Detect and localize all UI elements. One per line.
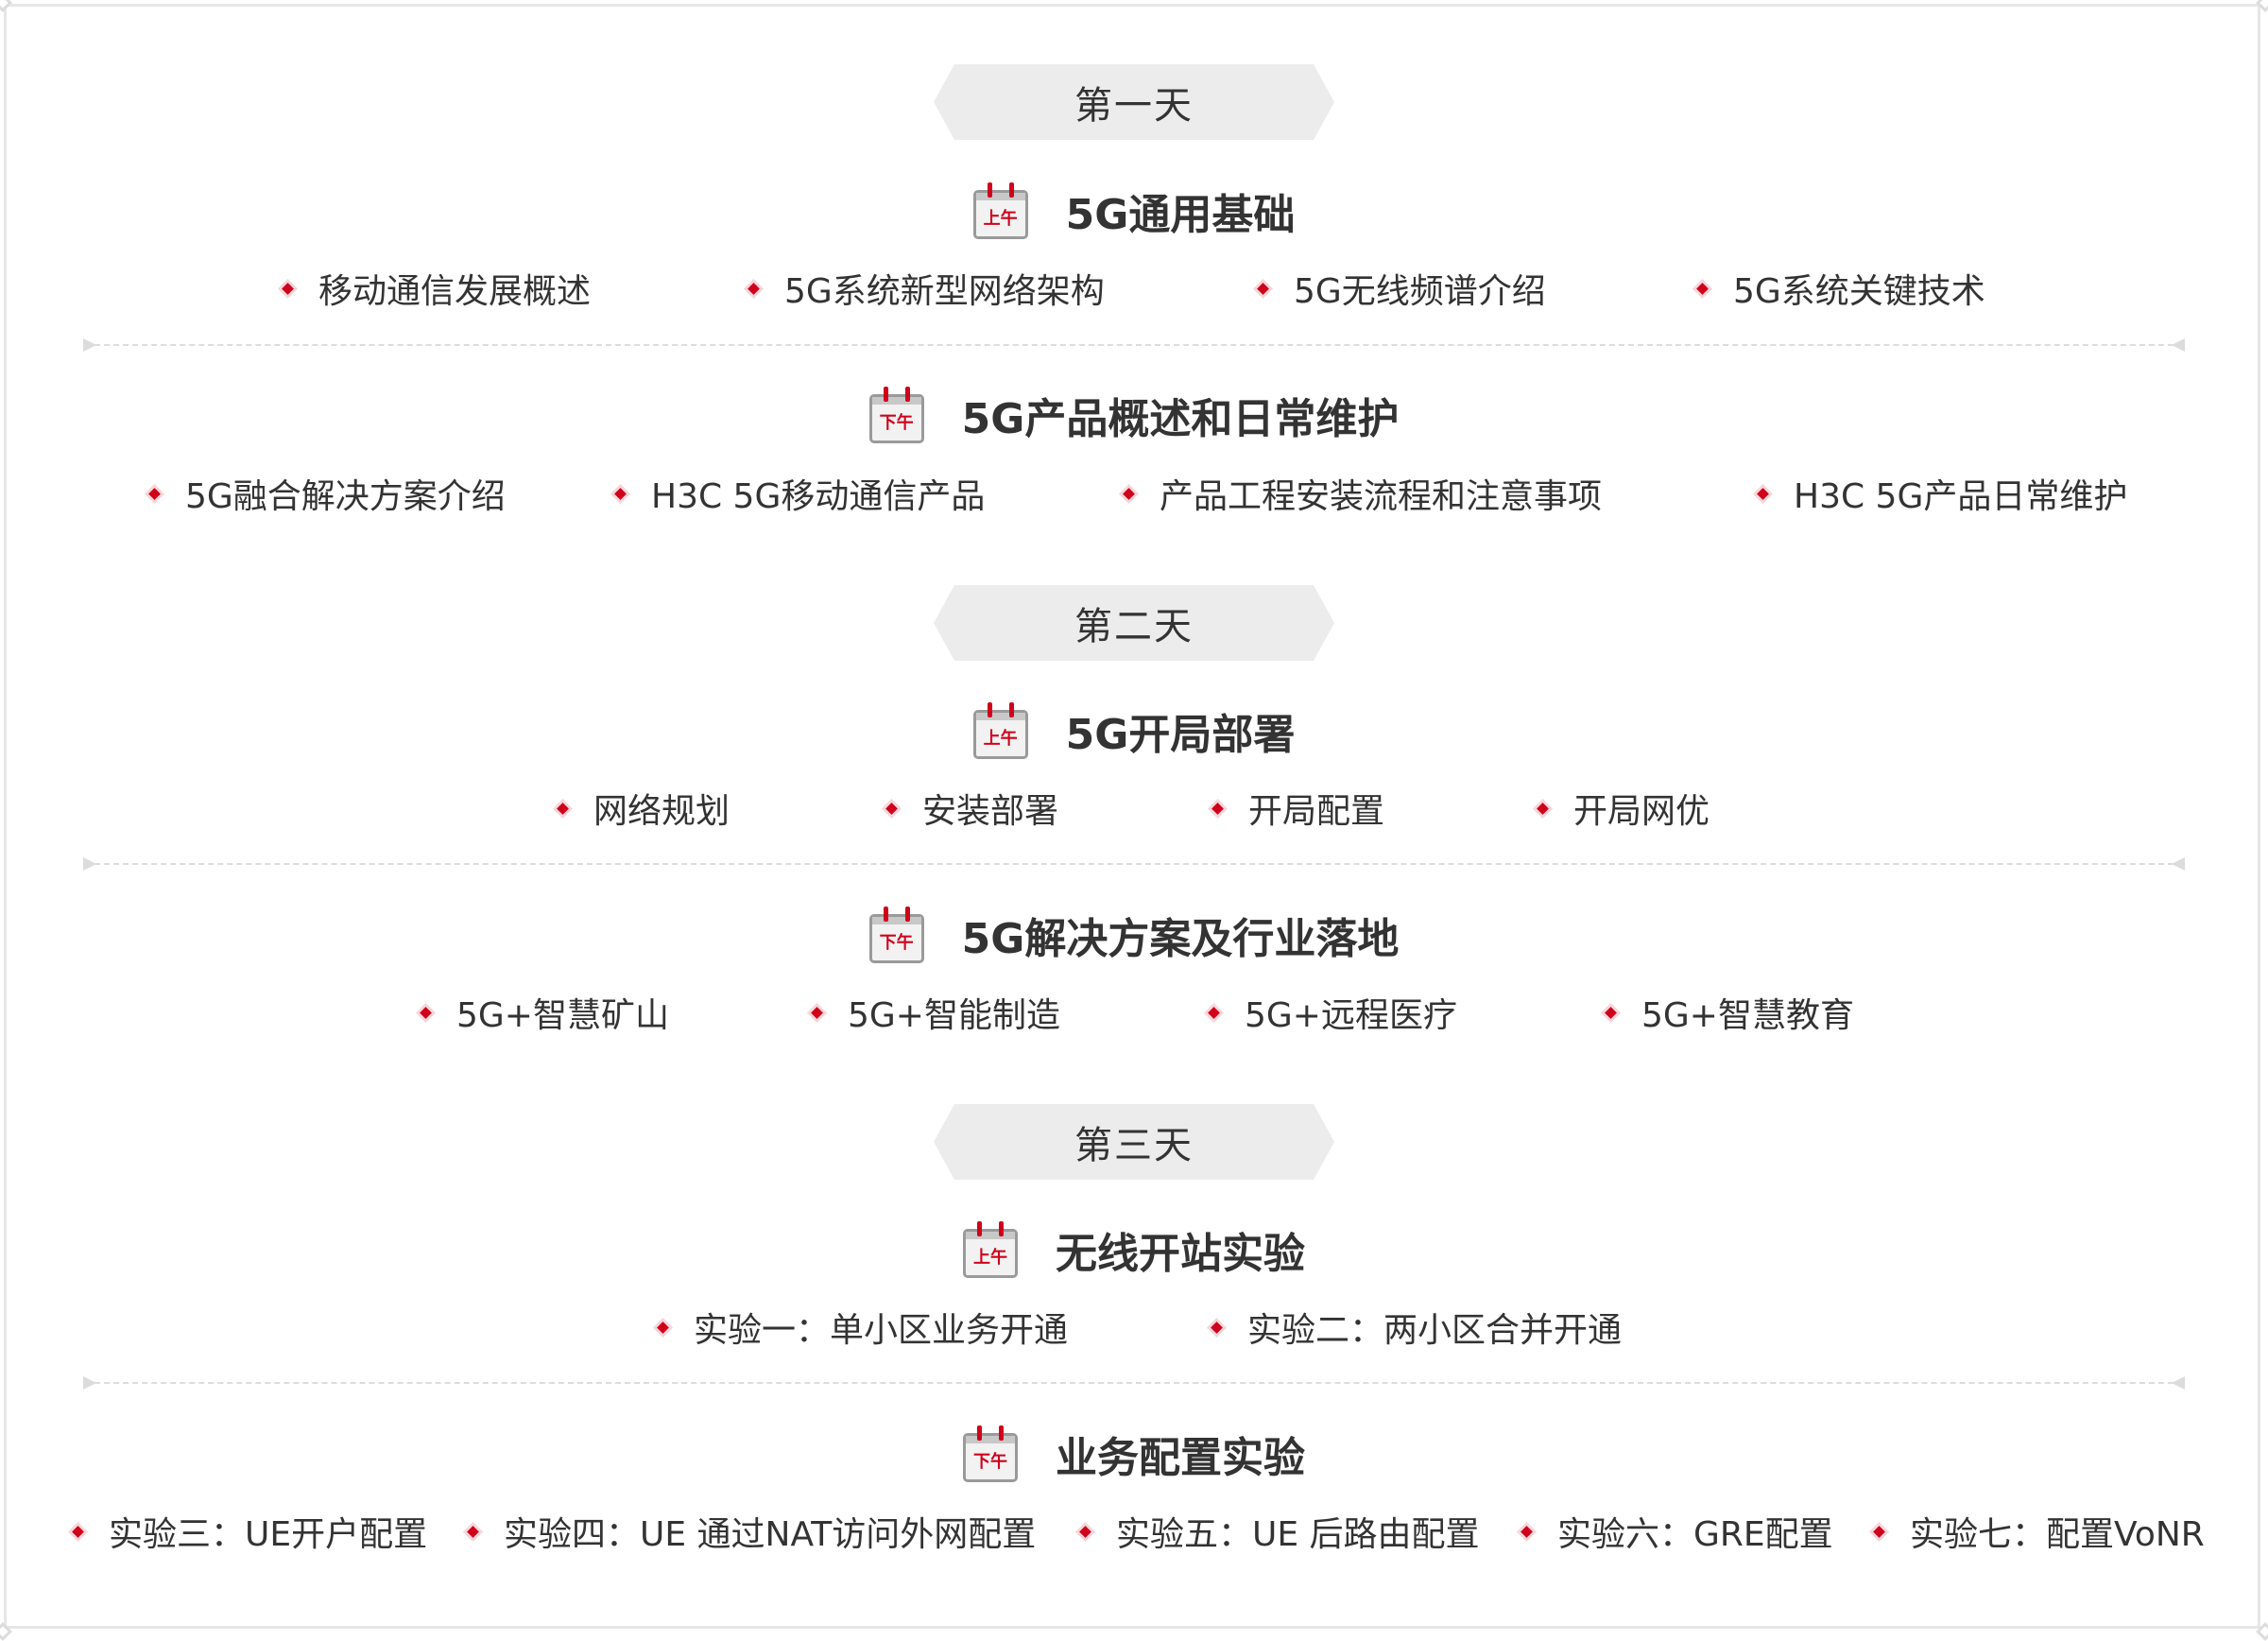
calendar-icon: 上午 [972, 182, 1028, 239]
diamond-bullet-icon [282, 282, 294, 295]
session-header-day1-pm: 下午 5G产品概述和日常维护 [0, 382, 2268, 448]
topic-item: 开局配置 [1211, 785, 1384, 832]
period-label: 上午 [983, 209, 1018, 229]
diamond-bullet-icon [1123, 487, 1135, 500]
section-divider [83, 857, 2185, 871]
topic-item: 实验七：配置VoNR [1873, 1508, 2205, 1555]
session-title: 5G通用基础 [1065, 191, 1296, 239]
session-header-day3-am: 上午 无线开站实验 [0, 1217, 2268, 1283]
topic-item: 实验二：两小区合并开通 [1211, 1304, 1622, 1351]
topic-item: H3C 5G产品日常维护 [1757, 470, 2127, 517]
diamond-bullet-icon [1537, 802, 1549, 815]
section-divider [83, 1376, 2185, 1390]
diamond-bullet-icon [557, 802, 569, 815]
diamond-bullet-icon [1605, 1006, 1617, 1019]
diamond-bullet-icon [420, 1006, 432, 1019]
topic-item: 5G+智能制造 [811, 989, 1060, 1036]
topic-list-day3-pm: 实验三：UE开户配置 实验四：UE 通过NAT访问外网配置 实验五：UE 后路由… [0, 1508, 2268, 1555]
session-header-day1-am: 上午 5G通用基础 [0, 178, 2268, 244]
period-label: 下午 [973, 1452, 1007, 1472]
diamond-bullet-icon [1757, 487, 1769, 500]
diamond-bullet-icon [885, 802, 898, 815]
topic-item: 实验五：UE 后路由配置 [1079, 1508, 1480, 1555]
calendar-icon: 下午 [868, 907, 924, 963]
topic-list-day1-am: 移动通信发展概述 5G系统新型网络架构 5G无线频谱介绍 5G系统关键技术 [0, 265, 2268, 312]
diamond-bullet-icon [1211, 802, 1224, 815]
diamond-bullet-icon [614, 487, 627, 500]
topic-item: 5G无线频谱介绍 [1257, 265, 1546, 312]
calendar-icon: 下午 [868, 387, 924, 443]
page-frame [4, 4, 2260, 1629]
diamond-bullet-icon [1208, 1006, 1220, 1019]
session-title: 无线开站实验 [1056, 1230, 1305, 1278]
calendar-icon: 上午 [963, 1221, 1018, 1278]
diamond-bullet-icon [1257, 282, 1269, 295]
diamond-bullet-icon [1696, 282, 1709, 295]
day-banner-2: 第二天 [934, 585, 1334, 661]
session-title: 5G解决方案及行业落地 [961, 915, 1400, 963]
section-divider [83, 338, 2185, 352]
session-title: 5G产品概述和日常维护 [961, 395, 1400, 443]
diamond-bullet-icon [1211, 1321, 1223, 1334]
topic-item: 5G+智慧矿山 [420, 989, 669, 1036]
diamond-bullet-icon [467, 1525, 479, 1538]
session-title: 5G开局部署 [1065, 711, 1296, 759]
day-label: 第三天 [1074, 1124, 1194, 1167]
day-label: 第二天 [1074, 605, 1194, 648]
period-label: 上午 [973, 1248, 1007, 1268]
topic-item: 安装部署 [885, 785, 1058, 832]
diamond-bullet-icon [811, 1006, 823, 1019]
topic-item: 实验六：GRE配置 [1521, 1508, 1833, 1555]
day-label: 第一天 [1074, 84, 1194, 128]
period-label: 下午 [879, 933, 914, 953]
topic-item: 实验一：单小区业务开通 [657, 1304, 1068, 1351]
topic-item: 移动通信发展概述 [282, 265, 591, 312]
day-banner-1: 第一天 [934, 64, 1334, 140]
topic-item: 实验四：UE 通过NAT访问外网配置 [467, 1508, 1036, 1555]
topic-item: 5G融合解决方案介绍 [148, 470, 506, 517]
diamond-bullet-icon [657, 1321, 669, 1334]
diamond-bullet-icon [1521, 1525, 1533, 1538]
topic-list-day1-pm: 5G融合解决方案介绍 H3C 5G移动通信产品 产品工程安装流程和注意事项 H3… [0, 470, 2268, 517]
topic-item: 实验三：UE开户配置 [72, 1508, 427, 1555]
period-label: 上午 [983, 729, 1018, 749]
day-banner-3: 第三天 [934, 1104, 1334, 1180]
diamond-bullet-icon [72, 1525, 84, 1538]
topic-item: 5G系统新型网络架构 [747, 265, 1105, 312]
topic-item: 网络规划 [557, 785, 730, 832]
topic-list-day3-am: 实验一：单小区业务开通 实验二：两小区合并开通 [0, 1304, 2268, 1351]
period-label: 下午 [879, 413, 914, 433]
calendar-icon: 下午 [963, 1425, 1018, 1482]
diamond-bullet-icon [148, 487, 161, 500]
diamond-bullet-icon [747, 282, 760, 295]
topic-item: H3C 5G移动通信产品 [614, 470, 985, 517]
topic-item: 5G+智慧教育 [1605, 989, 1854, 1036]
topic-list-day2-am: 网络规划 安装部署 开局配置 开局网优 [0, 785, 2268, 832]
session-header-day3-pm: 下午 业务配置实验 [0, 1421, 2268, 1487]
topic-item: 开局网优 [1537, 785, 1710, 832]
calendar-icon: 上午 [972, 702, 1028, 759]
diamond-bullet-icon [1079, 1525, 1091, 1538]
session-header-day2-pm: 下午 5G解决方案及行业落地 [0, 902, 2268, 968]
topic-list-day2-pm: 5G+智慧矿山 5G+智能制造 5G+远程医疗 5G+智慧教育 [0, 989, 2268, 1036]
diamond-bullet-icon [1873, 1525, 1885, 1538]
topic-item: 5G系统关键技术 [1696, 265, 1985, 312]
session-title: 业务配置实验 [1056, 1434, 1305, 1482]
topic-item: 5G+远程医疗 [1208, 989, 1457, 1036]
topic-item: 产品工程安装流程和注意事项 [1123, 470, 1602, 517]
session-header-day2-am: 上午 5G开局部署 [0, 698, 2268, 764]
